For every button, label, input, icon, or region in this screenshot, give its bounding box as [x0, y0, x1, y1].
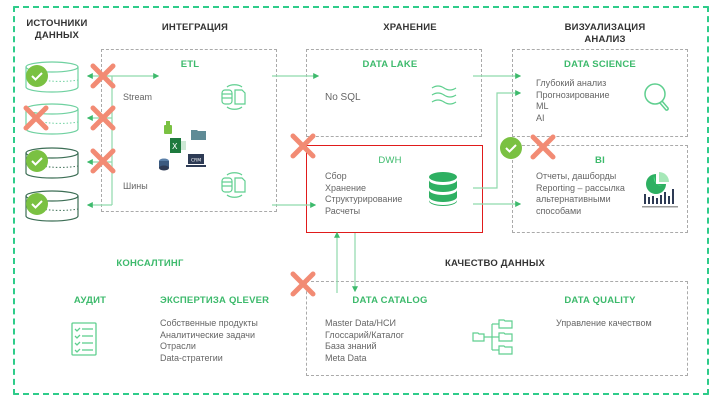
cross-icon [90, 105, 116, 131]
catalog-list: Master Data/НСИ Глоссарий/Каталог База з… [325, 318, 404, 364]
check-icon [26, 65, 48, 87]
expertise-title: ЭКСПЕРТИЗА QLEVER [160, 295, 270, 306]
data-science-list: Глубокий анализ Прогнозирование ML AI [536, 78, 610, 124]
ds-item: Глубокий анализ [536, 78, 607, 88]
waves-icon [431, 85, 457, 105]
header-sources: ИСТОЧНИКИ ДАННЫХ [26, 18, 88, 41]
data-catalog-title: DATA CATALOG [352, 295, 428, 306]
check-icon [26, 150, 48, 172]
data-quality-title: DATA QUALITY [564, 295, 636, 306]
bi-item: способами [536, 205, 582, 216]
folder-tree-icon [472, 319, 513, 355]
expertise-item: Аналитические задачи [160, 329, 255, 340]
bi-item: Отчеты, дашборды [536, 171, 617, 181]
cross-icon [23, 105, 49, 131]
svg-text:X: X [172, 142, 178, 151]
folder-icon [191, 130, 206, 140]
header-integration: ИНТЕГРАЦИЯ [161, 22, 229, 33]
etl-sync-icon [221, 172, 246, 198]
etl-sync-icon [221, 84, 246, 110]
bi-chart-icon [642, 172, 678, 208]
dwh-item: Структурирование [325, 194, 403, 204]
bus-label: Шины [123, 181, 148, 191]
dwh-box [306, 145, 483, 233]
crm-laptop-icon: CRM [186, 154, 206, 167]
bi-item: альтернативными [536, 194, 611, 204]
quality-title: КАЧЕСТВО ДАННЫХ [444, 258, 545, 269]
plug-icon [164, 121, 172, 134]
cross-icon [290, 133, 316, 159]
excel-icon: X [170, 138, 186, 153]
checklist-icon [71, 322, 97, 356]
integration-box [101, 49, 277, 212]
bi-box [512, 145, 688, 233]
quality-box [306, 281, 688, 376]
check-icon [26, 193, 48, 215]
check-icon [500, 137, 522, 159]
ds-item: ML [536, 101, 549, 111]
dwh-list: Сбор Хранение Структурирование Расчеты [325, 171, 402, 217]
data-science-title: DATA SCIENCE [564, 59, 636, 70]
catalog-item: Глоссарий/Каталог [325, 329, 405, 340]
dwh-title: DWH [378, 155, 402, 166]
header-storage: ХРАНЕНИЕ [383, 22, 437, 33]
expertise-item: Собственные продукты [160, 318, 258, 328]
bi-item: Reporting – рассылка [536, 182, 625, 193]
expertise-list: Собственные продукты Аналитические задач… [160, 318, 258, 364]
expertise-item: Отрасли [160, 341, 196, 351]
cross-icon [290, 271, 316, 297]
bi-list: Отчеты, дашборды Reporting – рассылка ал… [536, 171, 625, 217]
catalog-item: Meta Data [325, 352, 367, 363]
magnifier-icon [644, 83, 669, 111]
no-sql-label: No SQL [325, 92, 361, 103]
header-visualization: ВИЗУАЛИЗАЦИЯ АНАЛИЗ [564, 22, 646, 45]
audit-title: АУДИТ [73, 295, 107, 306]
dwh-item: Хранение [325, 182, 366, 193]
database-icon [429, 172, 457, 206]
expertise-item: Data-стратегии [160, 352, 223, 363]
cross-icon [90, 148, 116, 174]
dwh-item: Сбор [325, 171, 347, 181]
ds-item: Прогнозирование [536, 89, 610, 100]
cross-icon [90, 63, 116, 89]
etl-title: ETL [180, 59, 200, 70]
cross-icon [530, 134, 556, 160]
bi-title: BI [595, 155, 605, 166]
dq-item: Управление качеством [556, 318, 652, 328]
catalog-item: Master Data/НСИ [325, 318, 396, 328]
diagram-frame [13, 6, 709, 395]
svg-text:CRM: CRM [191, 158, 201, 164]
consulting-title: КОНСАЛТИНГ [116, 258, 184, 269]
ds-item: AI [536, 112, 545, 123]
dwh-item: Расчеты [325, 205, 361, 216]
database-icon [159, 158, 169, 171]
data-lake-title: DATA LAKE [362, 59, 418, 70]
stream-label: Stream [123, 92, 153, 102]
catalog-item: База знаний [325, 341, 377, 351]
